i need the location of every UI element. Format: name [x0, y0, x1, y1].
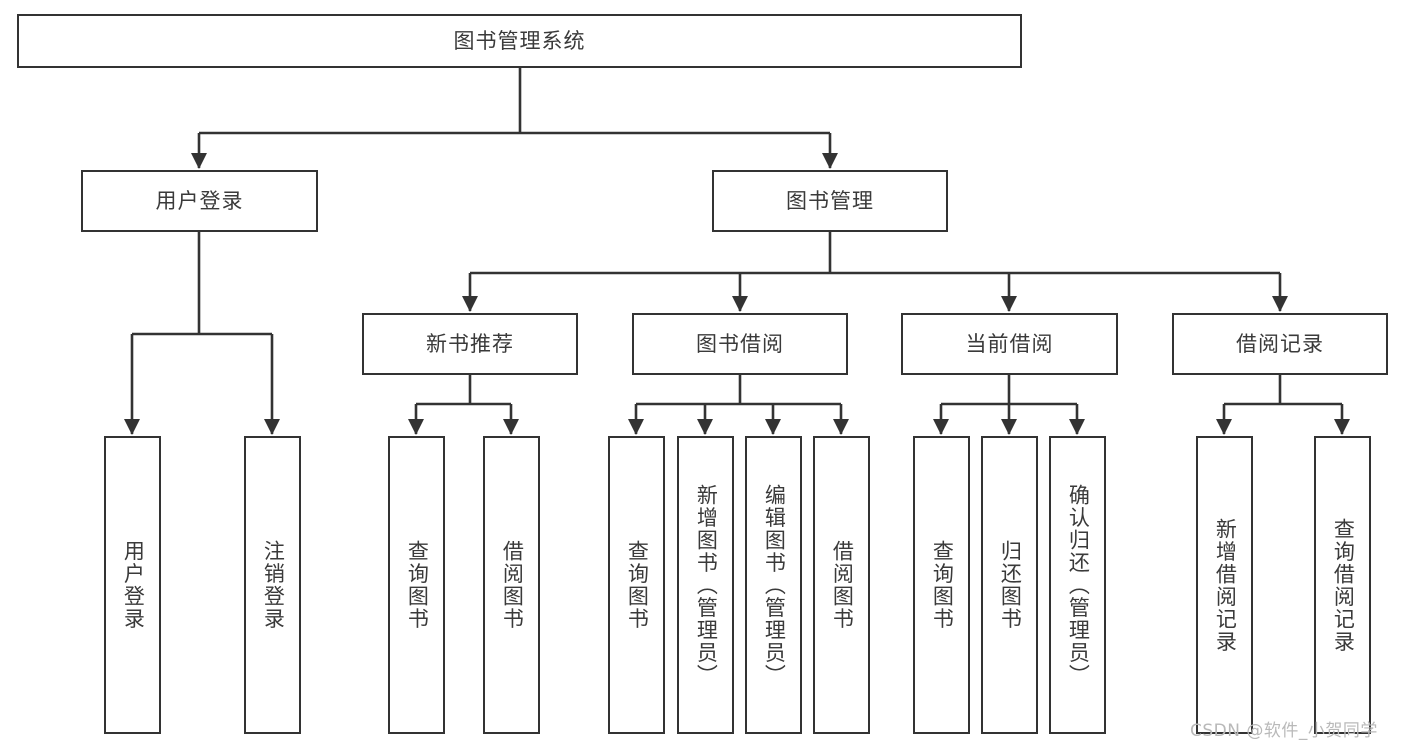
node-current-borrow-label: 当前借阅: [965, 331, 1054, 356]
leaf-add-borrow-record[interactable]: 新增借阅记录: [1196, 436, 1253, 734]
leaf-borrow-book[interactable]: 借阅图书: [813, 436, 870, 734]
leaf-confirm-return-admin[interactable]: 确认归还（管理员）: [1049, 436, 1106, 734]
leaf-query-book-recommend-label: 查询图书: [405, 540, 430, 630]
leaf-edit-book-admin[interactable]: 编辑图书（管理员）: [745, 436, 802, 734]
leaf-user-logout[interactable]: 注销登录: [244, 436, 301, 734]
leaf-query-book-borrow-label: 查询图书: [625, 540, 650, 630]
node-new-book-recommend[interactable]: 新书推荐: [362, 313, 578, 375]
node-book-manage[interactable]: 图书管理: [712, 170, 948, 232]
leaf-return-book[interactable]: 归还图书: [981, 436, 1038, 734]
node-book-borrow[interactable]: 图书借阅: [632, 313, 848, 375]
node-root[interactable]: 图书管理系统: [17, 14, 1022, 68]
leaf-query-book-recommend[interactable]: 查询图书: [388, 436, 445, 734]
leaf-query-borrow-record[interactable]: 查询借阅记录: [1314, 436, 1371, 734]
leaf-query-book-borrow[interactable]: 查询图书: [608, 436, 665, 734]
leaf-borrow-book-label: 借阅图书: [830, 540, 855, 630]
leaf-add-borrow-record-label: 新增借阅记录: [1213, 517, 1238, 653]
leaf-return-book-label: 归还图书: [998, 540, 1023, 630]
leaf-confirm-return-admin-label: 确认归还（管理员）: [1066, 483, 1091, 687]
leaf-user-login-label: 用户登录: [121, 540, 146, 630]
node-current-borrow[interactable]: 当前借阅: [901, 313, 1118, 375]
node-book-borrow-label: 图书借阅: [696, 331, 784, 356]
node-book-manage-label: 图书管理: [786, 188, 874, 213]
leaf-add-book-admin-label: 新增图书（管理员）: [694, 483, 719, 687]
node-borrow-record[interactable]: 借阅记录: [1172, 313, 1388, 375]
leaf-borrow-book-recommend[interactable]: 借阅图书: [483, 436, 540, 734]
leaf-borrow-book-recommend-label: 借阅图书: [500, 540, 525, 630]
leaf-user-login[interactable]: 用户登录: [104, 436, 161, 734]
leaf-query-borrow-record-label: 查询借阅记录: [1331, 517, 1356, 653]
leaf-query-book-current-label: 查询图书: [930, 540, 955, 630]
csdn-watermark: CSDN @软件_小贺同学: [1190, 721, 1378, 741]
node-borrow-record-label: 借阅记录: [1236, 331, 1324, 356]
leaf-query-book-current[interactable]: 查询图书: [913, 436, 970, 734]
node-user-login-label: 用户登录: [155, 188, 244, 213]
leaf-edit-book-admin-label: 编辑图书（管理员）: [762, 483, 787, 687]
node-root-label: 图书管理系统: [453, 28, 586, 53]
leaf-user-logout-label: 注销登录: [261, 540, 286, 630]
node-new-book-recommend-label: 新书推荐: [426, 331, 514, 356]
node-user-login[interactable]: 用户登录: [81, 170, 318, 232]
leaf-add-book-admin[interactable]: 新增图书（管理员）: [677, 436, 734, 734]
